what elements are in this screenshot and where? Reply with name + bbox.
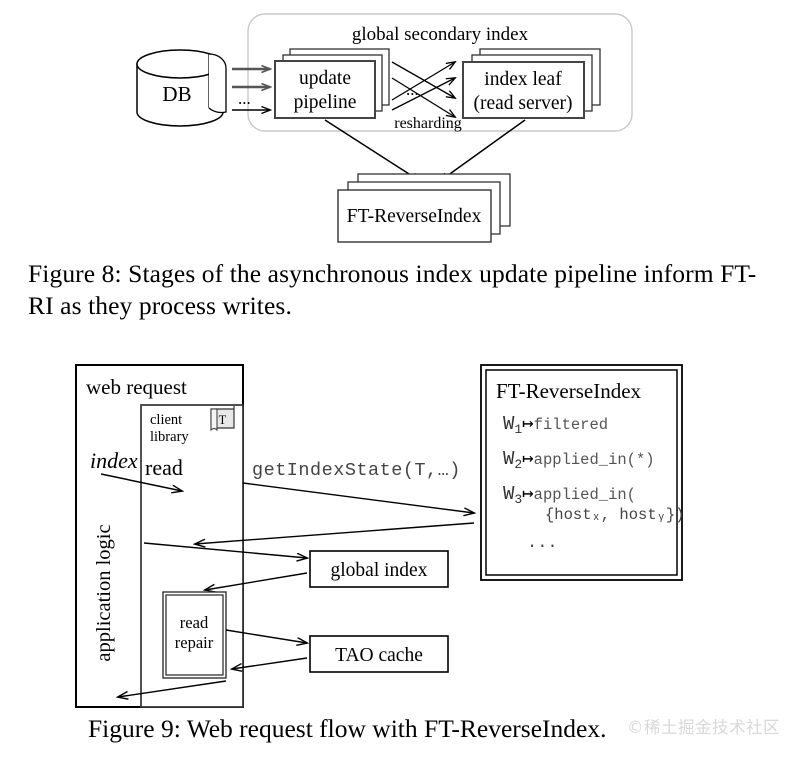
global-index-response-arrow xyxy=(205,572,308,590)
db-label: DB xyxy=(162,82,191,106)
ftri-entry-0-arrow: ↦ xyxy=(522,413,533,435)
read-repair-label-line1: read xyxy=(180,613,209,632)
index-label: index xyxy=(90,448,138,473)
read-label: read xyxy=(145,455,183,480)
ftri-entries-ellipsis: ... xyxy=(527,534,558,553)
to-global-index-arrow xyxy=(143,542,307,558)
global-index-box xyxy=(309,550,449,588)
client-token-icon-letter: T xyxy=(219,413,227,427)
svg-text:W3↦applied_in(: W3↦applied_in( xyxy=(503,483,636,507)
resharding-label: resharding xyxy=(394,115,462,132)
resharding-arrows xyxy=(391,62,455,117)
ftri-entry-1: W2↦applied_in(*) xyxy=(503,448,655,472)
global-index-label: global index xyxy=(331,560,428,581)
figure-9-diagram: web request client library T application… xyxy=(75,364,685,708)
ftri-entry-1-value: applied_in(*) xyxy=(534,451,655,469)
client-token-icon: T xyxy=(210,406,235,432)
client-library-label-line2: library xyxy=(150,429,189,445)
ftri-entry-2-sub: 3 xyxy=(514,492,522,507)
pipeline-to-ftri-arrow xyxy=(324,119,420,181)
application-logic-label: application logic xyxy=(93,524,115,661)
ftri-entry-2-value2: {hostₓ, hostᵧ}) xyxy=(545,506,685,524)
update-pipeline-label-line1: update xyxy=(299,68,351,89)
read-repair-box xyxy=(162,591,227,679)
svg-text:W2↦applied_in(*): W2↦applied_in(*) xyxy=(503,448,655,472)
indexleaf-to-ftri-arrow xyxy=(440,119,526,181)
ftri-entry-1-arrow: ↦ xyxy=(522,448,533,470)
site-watermark: ©稀土掘金技术社区 xyxy=(627,718,780,737)
ftri-entry-0-value: filtered xyxy=(534,416,608,434)
web-request-label: web request xyxy=(86,375,187,399)
read-repair-label-line2: repair xyxy=(175,633,214,652)
ftri-entry-0: W1↦filtered xyxy=(503,413,608,437)
ftri-response-arrow xyxy=(195,522,475,544)
global-secondary-index-container xyxy=(247,13,633,132)
get-index-state-call-label: getIndexState(T,…) xyxy=(252,460,461,481)
svg-text:W1↦filtered: W1↦filtered xyxy=(503,413,608,437)
global-secondary-index-label: global secondary index xyxy=(352,24,529,45)
resharding-ellipsis: ... xyxy=(406,80,419,99)
ft-reverse-index-label: FT-ReverseIndex xyxy=(347,206,482,227)
index-leaf-stack xyxy=(462,48,601,119)
update-pipeline-stack xyxy=(274,48,390,119)
db-cylinder xyxy=(136,49,227,127)
ft-reverse-index-stack xyxy=(337,173,511,243)
to-tao-cache-arrow xyxy=(225,629,307,643)
figure-8-caption: Figure 8: Stages of the asynchronous ind… xyxy=(28,259,757,321)
ftri-entry-2-arrow: ↦ xyxy=(522,483,533,505)
tao-cache-box xyxy=(309,635,449,673)
db-arrows-ellipsis: ... xyxy=(238,89,251,108)
tao-cache-label: TAO cache xyxy=(335,645,423,666)
index-leaf-label-line1: index leaf xyxy=(484,69,562,90)
figure-8-diagram: global secondary index DB ... update pip… xyxy=(136,13,633,243)
read-repair-to-app-logic-arrow xyxy=(118,680,227,697)
tao-cache-response-arrow xyxy=(232,657,308,669)
get-index-state-arrow xyxy=(242,482,474,513)
ftri-entry-2-key: W xyxy=(503,483,515,505)
figure-9-caption: Figure 9: Web request flow with FT-Rever… xyxy=(88,714,607,743)
ft-reverse-index-title: FT-ReverseIndex xyxy=(496,379,642,403)
ftri-entry-0-sub: 1 xyxy=(514,422,522,437)
ft-reverse-index-box xyxy=(480,364,683,581)
ftri-entry-1-sub: 2 xyxy=(514,457,522,472)
ftri-entry-2-value: applied_in( xyxy=(534,486,636,504)
client-library-label-line1: client xyxy=(150,412,182,428)
update-pipeline-label-line2: pipeline xyxy=(294,92,357,113)
ftri-entry-0-key: W xyxy=(503,413,515,435)
ftri-entry-2: W3↦applied_in( {hostₓ, hostᵧ}) xyxy=(503,483,685,524)
ftri-entry-1-key: W xyxy=(503,448,515,470)
index-read-arrow xyxy=(100,473,182,491)
index-leaf-label-line2: (read server) xyxy=(473,93,572,114)
